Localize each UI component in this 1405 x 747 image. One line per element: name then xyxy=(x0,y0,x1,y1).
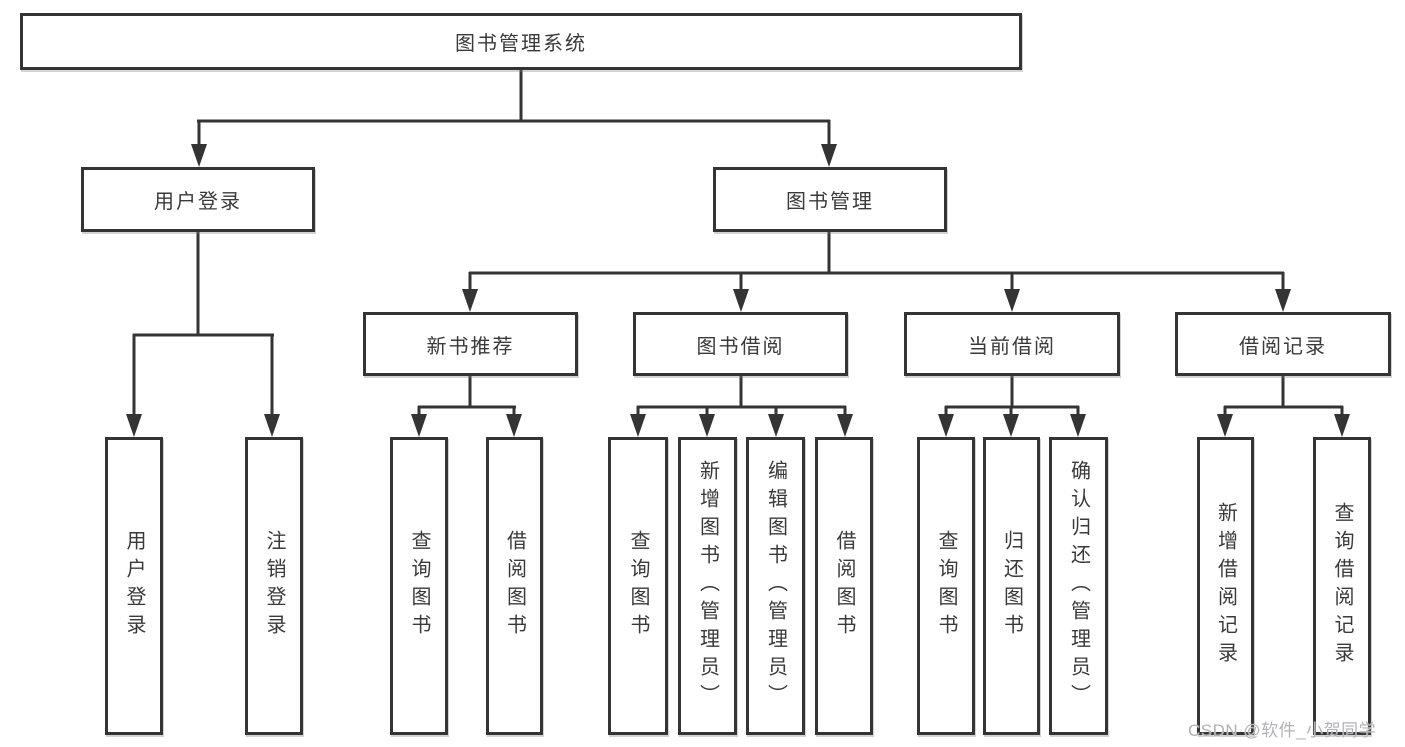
node-label: 用户登录 xyxy=(123,530,145,642)
arrowheads xyxy=(126,144,1350,437)
leaf-confirm-return-admin: 确认归还（管理员） xyxy=(1049,437,1108,735)
node-label: 用户登录 xyxy=(154,191,242,213)
node-label: 编辑图书（管理员） xyxy=(764,460,787,712)
leaf-logout: 注销登录 xyxy=(245,437,303,735)
leaf-return-books: 归还图书 xyxy=(983,437,1040,735)
node-label: 新增借阅记录 xyxy=(1214,502,1237,670)
node-current-borrowing: 当前借阅 xyxy=(904,312,1120,376)
node-book-management: 图书管理 xyxy=(713,167,947,232)
node-label: 查询图书 xyxy=(408,530,430,642)
leaf-query-books-current: 查询图书 xyxy=(917,437,975,735)
connector-segments xyxy=(132,68,1344,416)
leaf-edit-book-admin: 编辑图书（管理员） xyxy=(746,437,805,735)
leaf-borrow-books-recommend: 借阅图书 xyxy=(486,437,543,735)
node-borrowing-records: 借阅记录 xyxy=(1175,312,1391,376)
leaf-add-borrow-record: 新增借阅记录 xyxy=(1197,437,1254,735)
node-label: 查询借阅记录 xyxy=(1331,502,1353,670)
node-label: 当前借阅 xyxy=(968,335,1056,358)
node-new-book-recommendation: 新书推荐 xyxy=(363,312,578,376)
node-label: 图书借阅 xyxy=(696,335,785,358)
node-label: 图书管理系统 xyxy=(455,33,587,55)
leaf-add-book-admin: 新增图书（管理员） xyxy=(678,437,737,735)
node-label: 借阅记录 xyxy=(1239,335,1327,358)
node-label: 注销登录 xyxy=(263,530,285,642)
leaf-borrow-books-borrowing: 借阅图书 xyxy=(815,437,873,735)
csdn-watermark: CSDN @软件_小贺同学 xyxy=(1188,721,1377,740)
node-label: 查询图书 xyxy=(627,530,649,642)
node-label: 归还图书 xyxy=(1000,530,1023,642)
node-label: 查询图书 xyxy=(935,530,957,642)
leaf-query-books-recommend: 查询图书 xyxy=(390,437,448,735)
node-label: 确认归还（管理员） xyxy=(1067,460,1090,712)
node-label: 新书推荐 xyxy=(426,335,515,358)
node-label: 借阅图书 xyxy=(503,530,526,642)
leaf-user-login: 用户登录 xyxy=(105,437,163,735)
node-label: 借阅图书 xyxy=(833,530,855,642)
node-book-borrowing: 图书借阅 xyxy=(633,312,848,376)
node-label: 图书管理 xyxy=(786,191,874,213)
node-user-login: 用户登录 xyxy=(81,167,315,232)
leaf-query-borrow-record: 查询借阅记录 xyxy=(1313,437,1371,735)
node-label: 新增图书（管理员） xyxy=(696,460,719,712)
node-book-management-system: 图书管理系统 xyxy=(20,13,1022,70)
leaf-query-books-borrowing: 查询图书 xyxy=(608,437,668,735)
